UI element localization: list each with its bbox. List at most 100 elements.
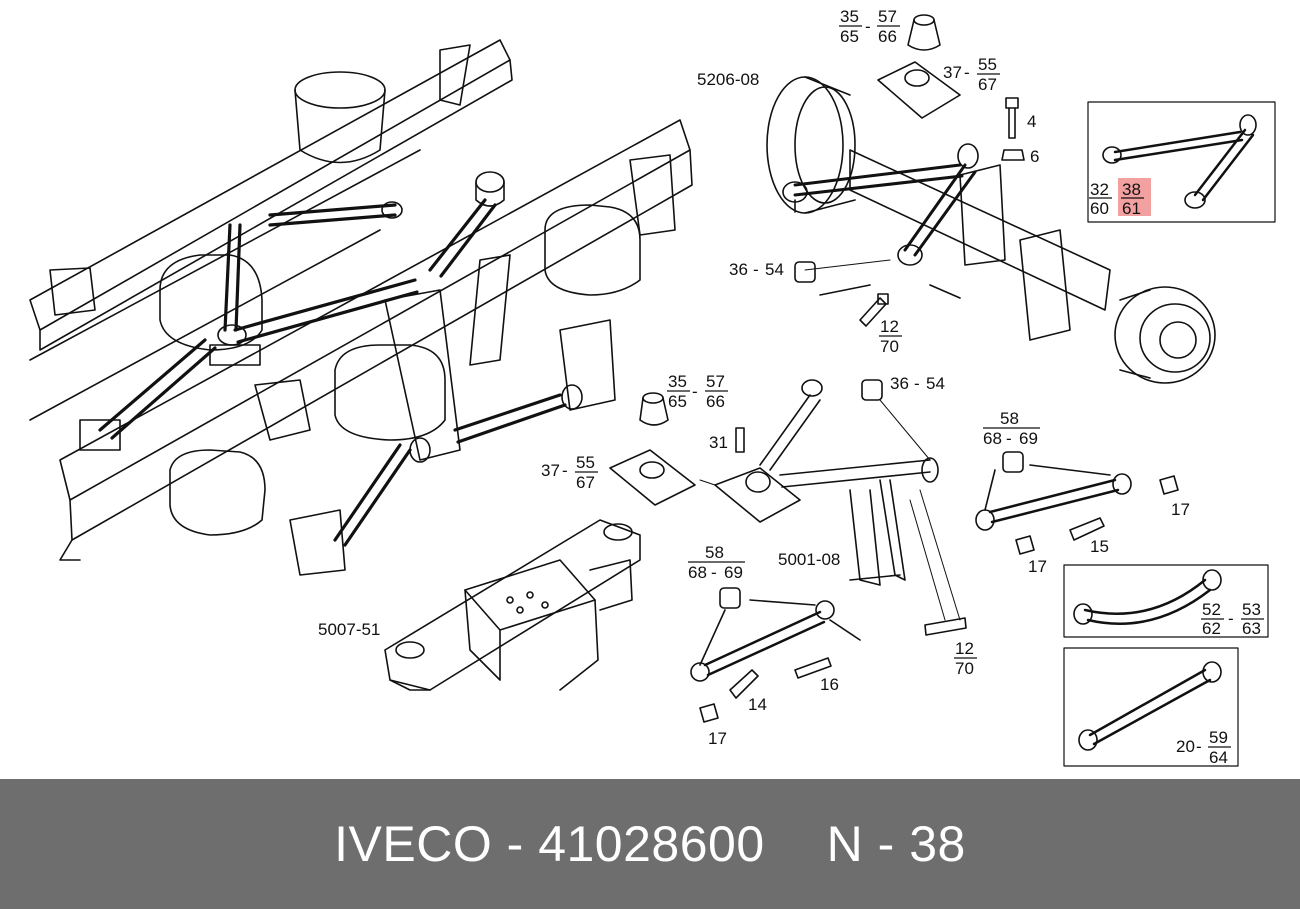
nut-17-mid (1015, 535, 1035, 555)
callout-55-top: 55 (978, 55, 997, 74)
footer-bar: IVECO - 41028600 N - 38 (0, 779, 1300, 909)
callout-65-top: 65 (840, 27, 859, 46)
leader-lines (699, 259, 961, 621)
nut-17-right (1159, 475, 1179, 495)
callout-6: 6 (1030, 147, 1039, 166)
callout-70-top: 70 (880, 337, 899, 356)
crossmember-bushings (801, 379, 939, 483)
callout-67-top: 67 (978, 75, 997, 94)
callout-35-mid: 35 (668, 372, 687, 391)
callout-32: 32 (1090, 180, 1109, 199)
inset-curved-rod-ends (1073, 569, 1222, 625)
bolt-14 (729, 669, 759, 699)
bolt-12-70-top (859, 293, 889, 327)
bushing-36-54-top (794, 261, 816, 283)
callout-36-top: 36 (729, 260, 748, 279)
inset-curved-rod (1083, 578, 1212, 625)
exploded-parts-diagram: 5206-08 5001-08 5007-51 35 65 - 57 66 37… (29, 7, 1276, 767)
callout-37-top: 37 (943, 63, 962, 82)
callout-60: 60 (1090, 199, 1109, 218)
left-rod-bushings (209, 171, 583, 463)
callout-54-mid: 54 (926, 374, 945, 393)
fraction-bars (575, 25, 1264, 748)
callout-66-top: 66 (878, 27, 897, 46)
callout-68-dash-lower: - (711, 563, 717, 582)
callout-36-dash-mid: - (914, 374, 920, 393)
callout-4: 4 (1027, 112, 1036, 131)
part-number: 41028600 (538, 816, 765, 872)
callout-53: 53 (1242, 600, 1261, 619)
axle-upper-v-rods (793, 163, 977, 257)
callout-54-top: 54 (765, 260, 784, 279)
brand-name: IVECO (334, 816, 493, 872)
group-code-bracket: 5007-51 (318, 620, 380, 639)
callout-14: 14 (748, 695, 767, 714)
inset-box-38-61 (1087, 101, 1276, 223)
callout-17-mid: 17 (1028, 557, 1047, 576)
callout-35-top: 35 (840, 7, 859, 26)
rod-upper-right-ends (975, 464, 1132, 531)
mid-mounting-pad (609, 449, 696, 506)
diagram-drawing: 5206-08 5001-08 5007-51 35 65 - 57 66 37… (29, 7, 1276, 767)
callout-31: 31 (709, 433, 728, 452)
callout-15: 15 (1090, 537, 1109, 556)
bracket-5007-51-drawing (384, 519, 641, 691)
callout-65-mid: 65 (668, 392, 687, 411)
bolt-31 (735, 427, 745, 453)
rod-lower-ends (690, 599, 861, 682)
top-mounting-pad (877, 61, 961, 119)
group-code-crossmember: 5001-08 (778, 550, 840, 569)
mid-bump-stop (639, 392, 669, 426)
bolt-15 (1069, 517, 1105, 541)
callout-66-mid: 66 (706, 392, 725, 411)
nut-17-lower (699, 703, 719, 723)
callout-57-top: 57 (878, 7, 897, 26)
callout-62: 62 (1202, 619, 1221, 638)
inset-box-20-59 (1063, 647, 1239, 767)
inset-box-52-53 (1063, 564, 1269, 638)
callout-68-lower: 68 (688, 563, 707, 582)
callout-61: 61 (1122, 199, 1141, 218)
callout-58-upper: 58 (1000, 409, 1019, 428)
callout-52-dash: - (1228, 609, 1234, 628)
callout-labels: 5206-08 5001-08 5007-51 35 65 - 57 66 37… (318, 7, 1261, 767)
inset-straight-rod (1088, 668, 1212, 746)
callout-16: 16 (820, 675, 839, 694)
inset-v-rod (1113, 128, 1255, 202)
callout-69-lower: 69 (724, 563, 743, 582)
left-reaction-rods (98, 198, 567, 547)
callout-37-mid: 37 (541, 461, 560, 480)
callout-37-dash-mid: - (562, 461, 568, 480)
top-bump-stop (907, 14, 941, 51)
callout-dash-mid: - (692, 382, 698, 401)
callout-68-upper: 68 (983, 429, 1002, 448)
position-separator: - (877, 816, 895, 872)
crossmember-5001-08-drawing (714, 394, 931, 586)
callout-17-right: 17 (1171, 500, 1190, 519)
callout-58-lower: 58 (705, 543, 724, 562)
bushing-58-68-69-lower (719, 587, 741, 609)
callout-17-lower: 17 (708, 729, 727, 748)
caption-separator: - (506, 816, 524, 872)
callout-36-mid: 36 (890, 374, 909, 393)
rod-upper-right (988, 478, 1120, 524)
group-code-axle: 5206-08 (697, 70, 759, 89)
callout-59: 59 (1209, 728, 1228, 747)
callout-70-mid: 70 (955, 659, 974, 678)
callout-52: 52 (1202, 600, 1221, 619)
inset-straight-rod-ends (1078, 661, 1222, 751)
callout-63: 63 (1242, 619, 1261, 638)
callout-20-dash: - (1196, 737, 1202, 756)
callout-55-mid: 55 (576, 453, 595, 472)
callout-12-mid: 12 (955, 639, 974, 658)
callout-57-mid: 57 (706, 372, 725, 391)
axle-bushings (782, 143, 979, 299)
callout-69-upper: 69 (1019, 429, 1038, 448)
callout-37-dash-top: - (964, 63, 970, 82)
position-label: N (826, 816, 864, 872)
callout-38: 38 (1122, 180, 1141, 199)
nut-6 (1001, 149, 1025, 161)
callout-68-dash-upper: - (1006, 429, 1012, 448)
part-caption: IVECO - 41028600 N - 38 (0, 779, 1300, 909)
callout-67-mid: 67 (576, 473, 595, 492)
